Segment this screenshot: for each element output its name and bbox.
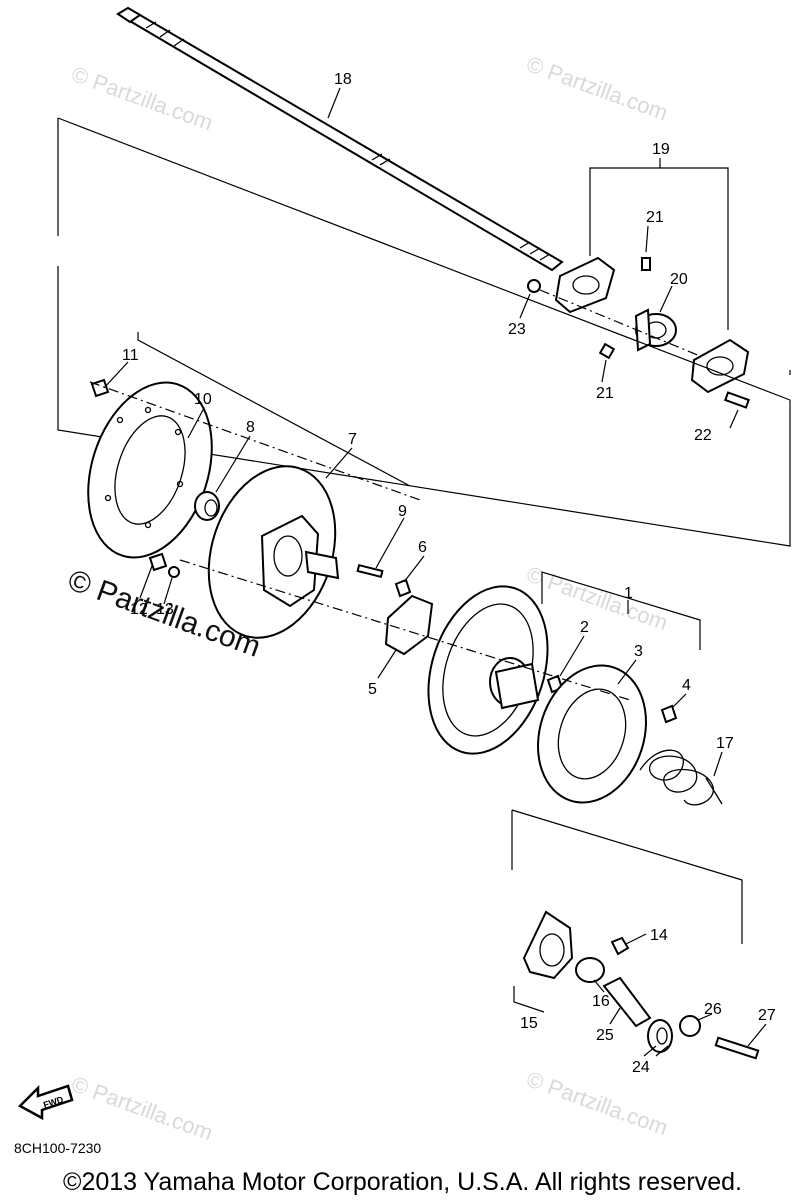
gasket-5 (384, 594, 434, 656)
callout-6: 6 (418, 539, 427, 556)
callout-20: 20 (670, 271, 688, 288)
callout-14: 14 (650, 927, 668, 944)
callout-13: 13 (156, 601, 174, 618)
callout-2: 2 (580, 619, 589, 636)
leader-lines (103, 87, 767, 1057)
centerline-middle (179, 559, 631, 701)
callout-17: 17 (716, 735, 734, 752)
copyright-notice: ©2013 Yamaha Motor Corporation, U.S.A. A… (63, 1168, 742, 1196)
watermark-top-right: © Partzilla.com (523, 51, 671, 125)
callout-16: 16 (592, 993, 610, 1010)
bearing-housing-left (554, 256, 616, 314)
callout-5: 5 (368, 681, 377, 698)
spring-cover-outline (511, 809, 743, 944)
callout-21-top: 21 (646, 209, 664, 226)
washer-13 (168, 566, 180, 578)
callout-18: 18 (334, 71, 352, 88)
bolt-22 (724, 391, 750, 409)
set-screw-top (641, 257, 651, 271)
callout-8: 8 (246, 419, 255, 436)
set-screw-bottom (598, 342, 616, 360)
callout-26: 26 (704, 1001, 722, 1018)
collar-25 (602, 976, 652, 1028)
watermark-bottom-right: © Partzilla.com (523, 1066, 671, 1140)
secondary-shaft (116, 6, 564, 272)
callout-21-bottom: 21 (596, 385, 614, 402)
bushing-24 (647, 1019, 673, 1053)
bearing (634, 308, 677, 352)
watermark-mid-right: © Partzilla.com (523, 561, 671, 635)
callout-25: 25 (596, 1027, 614, 1044)
nut-14 (610, 936, 630, 956)
screw-6 (394, 578, 412, 598)
bushing-16 (575, 957, 605, 983)
bolt-27 (714, 1036, 760, 1060)
centerline-upper (89, 381, 421, 501)
washer-26 (679, 1015, 701, 1037)
centerline-shaft (539, 289, 701, 357)
spring-17 (639, 749, 723, 806)
fixed-sheave-7 (207, 465, 340, 639)
callout-9: 9 (398, 503, 407, 520)
callouts: 18 19 21 20 23 21 22 11 10 8 7 9 6 12 13… (122, 71, 776, 1076)
nut-23 (527, 279, 541, 293)
callout-3: 3 (634, 643, 643, 660)
callout-10: 10 (194, 391, 212, 408)
assembly-outline (57, 118, 791, 547)
cam-plate-3 (537, 664, 647, 804)
callout-15: 15 (520, 1015, 538, 1032)
callout-27: 27 (758, 1007, 776, 1024)
callout-23: 23 (508, 321, 526, 338)
callout-12: 12 (130, 601, 148, 618)
watermark-group: © Partzilla.com © Partzilla.com © Partzi… (64, 51, 672, 1145)
callout-24: 24 (632, 1059, 650, 1076)
movable-sheave-1 (427, 585, 549, 755)
stud-9 (356, 563, 384, 579)
spring-cover-15 (522, 910, 574, 980)
watermark-top-left: © Partzilla.com (68, 61, 216, 135)
callout-7: 7 (348, 431, 357, 448)
diagram-code: 8CH100-7230 (14, 1140, 102, 1156)
callout-22: 22 (694, 427, 712, 444)
sheave-disc-10 (87, 381, 213, 559)
bolt-12 (148, 552, 168, 572)
bushing-8 (194, 491, 220, 521)
bracket-19 (589, 167, 729, 196)
fwd-arrow-icon: FWD (17, 1084, 74, 1121)
outline-top (57, 117, 791, 401)
callout-11: 11 (122, 347, 139, 364)
callout-4: 4 (682, 677, 691, 694)
screw-4 (660, 704, 678, 724)
watermark-bottom-left: © Partzilla.com (68, 1071, 216, 1145)
callout-19: 19 (652, 141, 670, 158)
callout-1: 1 (624, 585, 633, 602)
bolt-11 (90, 378, 110, 398)
